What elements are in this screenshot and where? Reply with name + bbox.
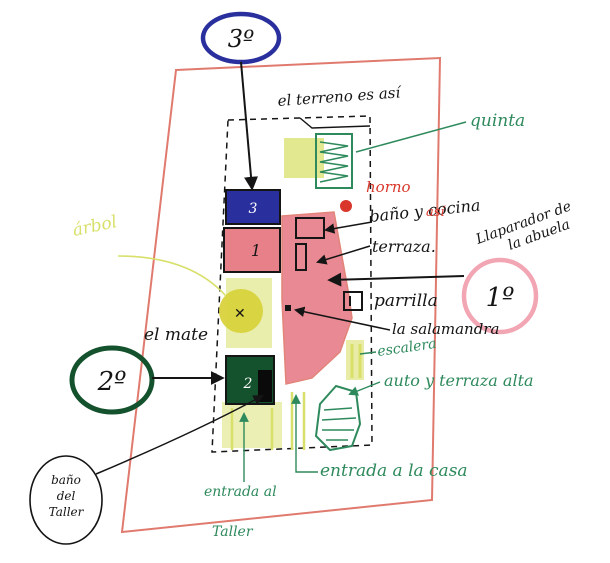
label-horno: horno: [366, 178, 411, 196]
label-entrada-casa: entrada a la casa: [320, 461, 468, 481]
marker-1-text: 1º: [486, 283, 515, 313]
bano-taller-circle: [29, 455, 103, 545]
marker-3-text: 3º: [228, 25, 255, 53]
label-terreno: el terreno es así: [277, 83, 403, 110]
lot-dashed-outline: [211, 115, 373, 453]
arrow-quinta: [355, 121, 467, 153]
entrance-lines: [230, 392, 306, 450]
bano-taller-line3: Taller: [49, 505, 85, 519]
label-entrada-al: entrada al: [204, 484, 277, 500]
quinta-box: [315, 133, 353, 189]
arrow-entrada-casa: [291, 394, 318, 473]
tree-el-mate: [219, 289, 263, 333]
arrow-terraza: [315, 245, 371, 265]
car-sketch: [314, 384, 362, 452]
arrow-bano-cocina: [323, 221, 373, 234]
room-3-box: [225, 189, 281, 225]
room-1-box: [223, 227, 281, 273]
label-terraza: terraza.: [372, 237, 436, 256]
property-boundary: [120, 56, 442, 534]
marker-1-circle: [461, 257, 539, 335]
bano-taller-line1: baño: [51, 473, 81, 487]
label-parrilla: parrilla: [374, 291, 438, 311]
label-bano-cocina: baño y cocina: [368, 195, 481, 226]
marker-2-circle: [69, 345, 155, 415]
label-auto-terraza: auto y terraza alta: [384, 371, 534, 390]
terreno-mark: [299, 117, 371, 129]
room-1-label: 1: [251, 241, 261, 260]
salamandra-dot: [285, 305, 291, 311]
arrow-auto: [348, 381, 381, 396]
arrow-arbol: [117, 255, 227, 297]
arrow-salamandra: [293, 306, 391, 331]
escalera-sketch: [350, 344, 362, 378]
label-escalera: escalera: [376, 336, 437, 360]
llaparador-sketch: [295, 243, 307, 271]
parrilla-sketch: [343, 291, 363, 311]
arrow-3: [240, 61, 258, 191]
label-taller: Taller: [212, 524, 254, 540]
room-2-bath: [258, 370, 272, 402]
horno-dot: [340, 200, 352, 212]
arrow-bano-taller: [95, 394, 264, 475]
label-arbol: árbol: [71, 212, 119, 241]
label-asi: así: [426, 205, 446, 220]
label-quinta: quinta: [470, 111, 525, 131]
label-salamandra: la salamandra: [392, 320, 499, 338]
room-3-label: 3: [249, 201, 258, 217]
tree-cross: ✕: [234, 306, 246, 322]
house-area: [281, 211, 353, 385]
arrow-escalera: [359, 351, 377, 355]
room-2-label: 2: [243, 376, 253, 392]
label-el-mate: el mate: [144, 325, 208, 345]
arrow-1: [327, 272, 465, 287]
yellow-area-top: [284, 138, 324, 178]
marker-2-text: 2º: [97, 367, 127, 397]
bano-taller-line2: del: [57, 489, 76, 503]
